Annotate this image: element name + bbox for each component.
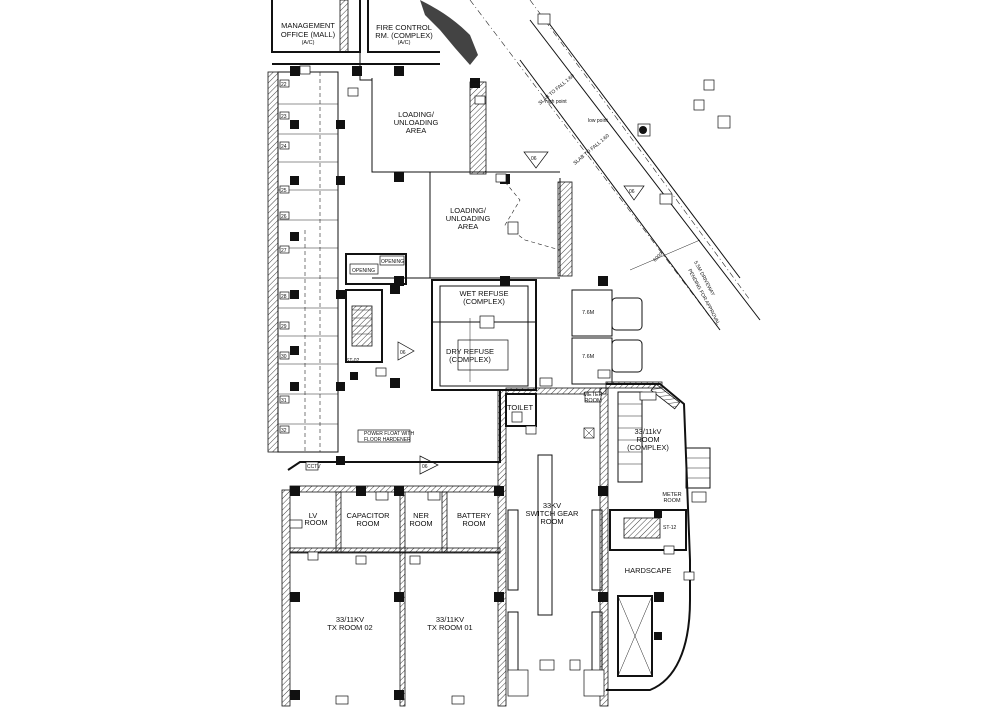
dry-refuse-label: (COMPLEX) xyxy=(449,355,491,364)
parking-number: 25 xyxy=(281,188,287,194)
opening-label: OPENING xyxy=(381,259,404,265)
capacitor-room-label: ROOM xyxy=(356,519,379,528)
lorry-bays: 7.6M 7.6M xyxy=(571,276,643,385)
battery-room-label: BATTERY xyxy=(457,511,491,520)
lower-building xyxy=(281,387,609,707)
meter-room-label: ROOM xyxy=(663,498,681,504)
note-label: POWER FLOAT WITH xyxy=(364,431,414,437)
lorry-size-label: 7.6M xyxy=(582,310,595,316)
driveway xyxy=(469,0,761,331)
toilet-label: TOILET xyxy=(507,403,534,412)
parking-number: 22 xyxy=(281,82,287,88)
tx-room-02-label: 33/11KV xyxy=(336,615,364,624)
marker-label: 06 xyxy=(422,464,428,470)
fire-control-label: FIRE CONTROL xyxy=(376,23,432,32)
ner-room-label: NER xyxy=(413,511,429,520)
equipment-tags: CCTV xyxy=(289,65,707,705)
powerfloat-note: POWER FLOAT WITH FLOOR HARDENER xyxy=(357,429,414,443)
loading-area-label: LOADING/ xyxy=(450,206,487,215)
marker-label: 06 xyxy=(531,156,537,162)
management-office-label: (A/C) xyxy=(302,40,315,46)
management-office-label: MANAGEMENT xyxy=(281,21,335,30)
loading-area xyxy=(371,78,573,286)
right-block: ST-12 xyxy=(605,381,711,691)
parking-number: 27 xyxy=(281,248,287,254)
meter-room-label: METER xyxy=(583,392,602,398)
meter-room-label: ROOM xyxy=(584,398,602,404)
hardscape-label: HARDSCAPE xyxy=(625,566,672,575)
refuse-rooms xyxy=(431,279,537,391)
lorry-size-label: 7.6M xyxy=(582,354,595,360)
loading-area-label: LOADING/ xyxy=(398,110,435,119)
high-point-label: high point xyxy=(545,99,567,105)
lv-room-label: LV xyxy=(309,511,318,520)
parking-number: 32 xyxy=(281,428,287,434)
loading-area-label: AREA xyxy=(458,222,478,231)
tx-room-01-label: TX ROOM 01 xyxy=(427,623,472,632)
stair-label: ST-12 xyxy=(663,525,677,531)
fire-control-label: RM. (COMPLEX) xyxy=(375,31,433,40)
parking-number: 29 xyxy=(281,324,287,330)
switch-gear-label: 33KV xyxy=(543,501,561,510)
parking-number: 26 xyxy=(281,214,287,220)
tx-room-02-label: TX ROOM 02 xyxy=(327,623,372,632)
meter-room-label: METER xyxy=(662,492,681,498)
marker-label: 06 xyxy=(400,350,406,356)
kv-room-label: (COMPLEX) xyxy=(627,443,669,452)
parking-number: 24 xyxy=(281,144,287,150)
stair-label: ST-02 xyxy=(346,358,360,364)
wet-refuse-label: (COMPLEX) xyxy=(463,297,505,306)
parking-number: 28 xyxy=(281,294,287,300)
parking-number: 30 xyxy=(281,354,287,360)
opening-label: OPENING xyxy=(352,268,375,274)
loading-area-label: AREA xyxy=(406,126,426,135)
loading-area-label: UNLOADING xyxy=(394,118,439,127)
kv-room-label: 33/11kV xyxy=(635,427,662,436)
room-labels: MANAGEMENT OFFICE (MALL) (A/C) FIRE CONT… xyxy=(281,21,682,632)
stair-st02-block: OPENING OPENING ST-02 xyxy=(345,253,407,388)
low-point-label: low point xyxy=(588,118,608,124)
lv-room-label: ROOM xyxy=(304,518,327,527)
tx-room-01-label: 33/11KV xyxy=(436,615,464,624)
switch-gear-label: ROOM xyxy=(540,517,563,526)
capacitor-room-label: CAPACITOR xyxy=(346,511,390,520)
loading-area-label: UNLOADING xyxy=(446,214,491,223)
management-office-label: OFFICE (MALL) xyxy=(281,30,336,39)
wet-refuse-label: WET REFUSE xyxy=(459,289,508,298)
marker-label: 06 xyxy=(629,189,635,195)
cctv-tag: CCTV xyxy=(307,464,321,470)
dry-refuse-label: DRY REFUSE xyxy=(446,347,494,356)
parking-number: 23 xyxy=(281,114,287,120)
parking-numbers: 22 23 24 25 26 27 28 29 30 31 32 xyxy=(279,79,290,434)
fire-control-label: (A/C) xyxy=(398,40,411,46)
ner-room-label: ROOM xyxy=(409,519,432,528)
parking-strip xyxy=(267,71,345,465)
kv-room-label: ROOM xyxy=(636,435,659,444)
battery-room-label: ROOM xyxy=(462,519,485,528)
parking-number: 31 xyxy=(281,398,287,404)
switch-gear-label: SWITCH GEAR xyxy=(526,509,580,518)
section-markers: 06 06 06 06 xyxy=(397,151,645,475)
note-label: FLOOR HARDENER xyxy=(364,437,411,443)
